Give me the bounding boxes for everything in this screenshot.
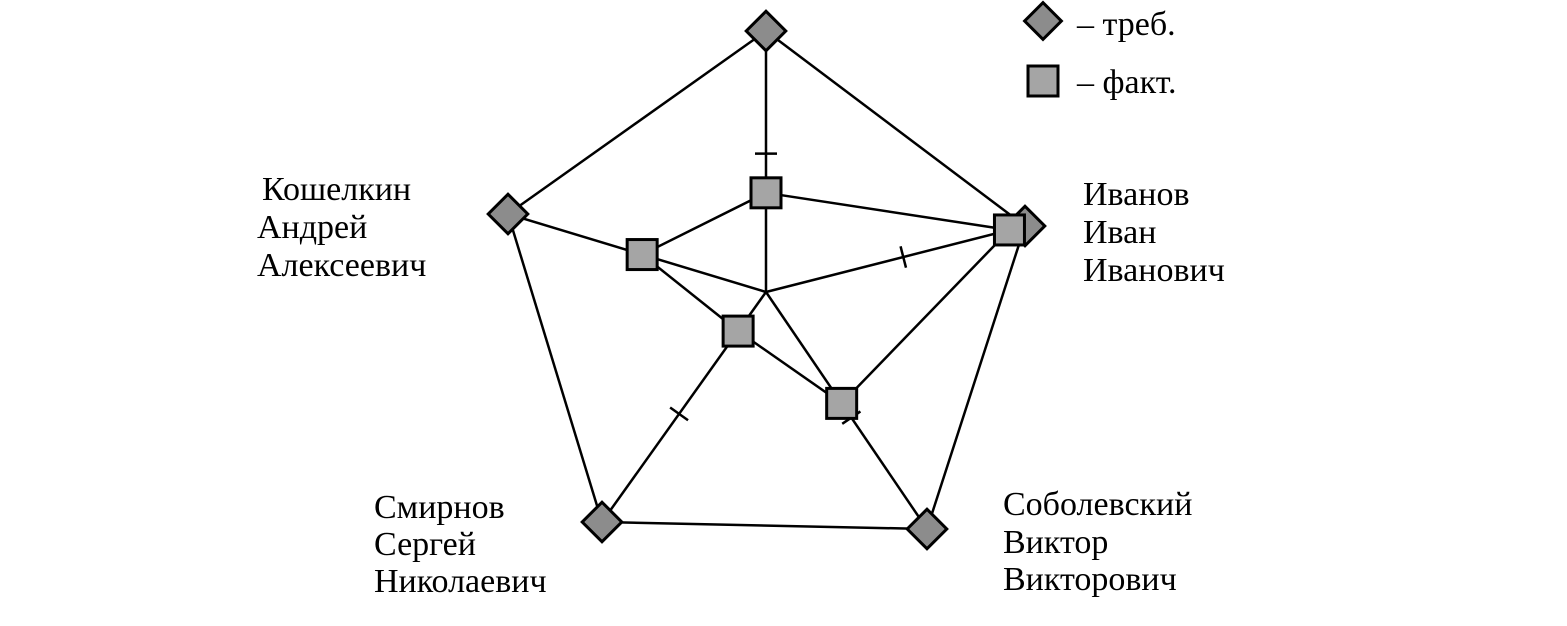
required-level-ticks xyxy=(669,152,908,425)
pentagon-edge xyxy=(601,520,928,531)
pentagon-edge xyxy=(925,225,1027,530)
required-marker-smirnov xyxy=(580,500,624,544)
axis-label-line: Сергей xyxy=(374,526,476,563)
actual-marker-sobolevsky xyxy=(825,386,859,420)
axis-label-line: Викторович xyxy=(1003,561,1177,598)
legend: – треб. – факт. xyxy=(1022,0,1177,101)
actual-edge xyxy=(765,191,1010,232)
required-tick-ivanov xyxy=(899,246,908,268)
outer-pentagon xyxy=(506,29,1027,531)
axis-label-line: Алексеевич xyxy=(257,247,426,284)
legend-actual-label: – факт. xyxy=(1076,64,1177,101)
legend-diamond-marker xyxy=(1022,0,1064,42)
axis-label-line: Кошелкин xyxy=(262,171,411,208)
axis-label-sobolevsky: Соболевский Виктор Викторович xyxy=(1003,486,1192,598)
required-tick-smirnov xyxy=(669,406,689,422)
axis-label-line: Иванов xyxy=(1083,176,1190,213)
axis-label-ivanov: Иванов Иван Иванович xyxy=(1083,176,1225,289)
pentagon-edge xyxy=(507,29,767,216)
actual-polygon xyxy=(641,191,1011,405)
axis-spokes xyxy=(507,31,1026,530)
axis-label-line: Андрей xyxy=(257,209,367,246)
actual-markers xyxy=(625,176,1026,420)
legend-required-label: – треб. xyxy=(1076,6,1176,43)
pentagon-edge xyxy=(506,213,604,523)
pentagon-edge xyxy=(765,30,1026,227)
axis-label-line: Иванович xyxy=(1083,252,1225,289)
axis-spoke-ivanov xyxy=(765,224,1026,294)
axis-label-line: Смирнов xyxy=(374,489,505,526)
actual-edge xyxy=(641,191,767,256)
axis-label-smirnov: Смирнов Сергей Николаевич xyxy=(374,489,547,600)
axis-label-line: Николаевич xyxy=(374,563,547,600)
axis-label-line: Соболевский xyxy=(1003,486,1192,523)
required-marker-sobolevsky xyxy=(905,507,949,551)
actual-edge xyxy=(840,229,1011,405)
required-marker-top xyxy=(744,9,788,53)
actual-edge xyxy=(737,330,843,405)
legend-square-marker xyxy=(1026,64,1060,98)
axis-label-line: Виктор xyxy=(1003,524,1108,561)
actual-marker-smirnov xyxy=(721,314,755,348)
required-marker-koshelkin xyxy=(486,192,530,236)
actual-marker-ivanov xyxy=(992,213,1026,247)
axis-label-line: Иван xyxy=(1083,214,1156,251)
actual-marker-koshelkin xyxy=(625,238,659,272)
axis-label-koshelkin: Кошелкин Андрей Алексеевич xyxy=(257,171,426,284)
actual-marker-top xyxy=(749,176,783,210)
